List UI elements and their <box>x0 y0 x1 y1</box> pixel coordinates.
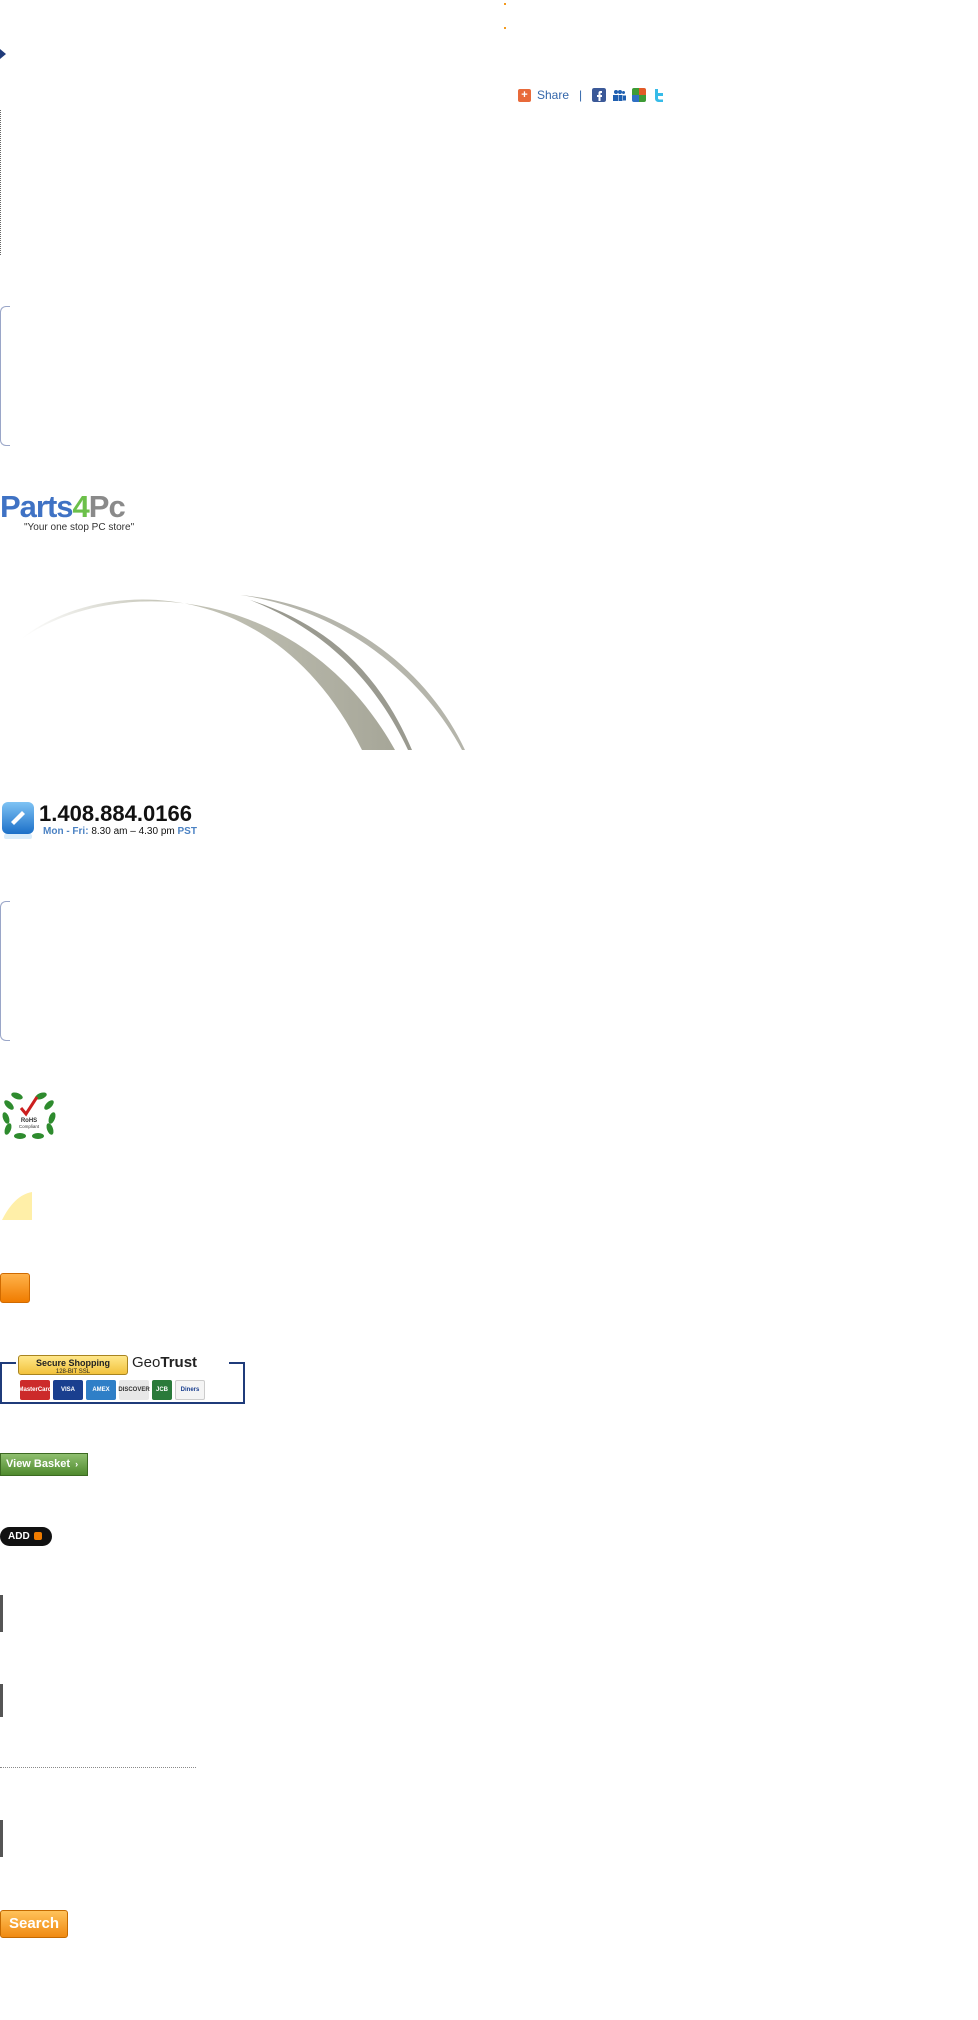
secure-frame-corner <box>0 1362 16 1364</box>
jcb-icon: JCB <box>152 1380 172 1400</box>
input-cursor-bar <box>0 1684 3 1717</box>
share-bar: + Share | <box>518 86 666 104</box>
secure-shopping-badge: Secure Shopping 128-BIT SSL <box>18 1355 128 1375</box>
payment-cards: MasterCard VISA AMEX DISCOVER JCB Diners <box>19 1380 205 1400</box>
dotted-separator <box>0 1767 196 1768</box>
add-to-cart-button[interactable]: ADD <box>0 1527 52 1546</box>
dotted-divider <box>0 110 1 255</box>
site-logo[interactable]: Parts4Pc "Your one stop PC store" <box>0 490 170 534</box>
share-link[interactable]: Share <box>537 88 570 102</box>
cart-icon <box>34 1532 43 1541</box>
decorative-dot <box>504 3 506 5</box>
panel-frame <box>0 306 10 446</box>
logo-part-parts: Parts <box>0 489 74 524</box>
add-label: ADD <box>8 1531 30 1542</box>
phone-timezone: PST <box>177 826 197 837</box>
view-basket-button[interactable]: View Basket › <box>0 1453 88 1476</box>
mastercard-icon: MasterCard <box>19 1380 52 1400</box>
secure-frame <box>0 1362 245 1404</box>
input-cursor-bar <box>0 1595 3 1632</box>
chevron-right-icon <box>0 49 6 59</box>
phone-hours: Mon - Fri: 8.30 am – 4.30 pm PST <box>43 826 197 837</box>
phone-number[interactable]: 1.408.884.0166 <box>39 801 192 826</box>
visa-icon: VISA <box>53 1380 83 1400</box>
phone-time: 8.30 am – 4.30 pm <box>91 826 175 837</box>
facebook-icon[interactable] <box>592 88 607 102</box>
secure-shopping-banner: Secure Shopping 128-BIT SSL GeoTrust Mas… <box>0 1352 245 1404</box>
google-icon[interactable] <box>632 88 647 102</box>
corner-decoration <box>2 1192 32 1220</box>
geotrust-trust: Trust <box>160 1354 198 1371</box>
geotrust-logo: GeoTrust <box>132 1354 197 1371</box>
logo-wordmark: Parts4Pc <box>0 490 170 524</box>
orange-tab-decoration <box>0 1273 30 1303</box>
input-cursor-bar <box>0 1820 3 1857</box>
discover-icon: DISCOVER <box>118 1380 150 1400</box>
geotrust-geo: Geo <box>132 1354 161 1371</box>
secure-badge-sub: 128-BIT SSL <box>55 1369 91 1375</box>
panel-frame <box>0 901 10 1041</box>
plus-icon[interactable]: + <box>518 88 531 102</box>
rohs-line1: RoHS <box>21 1118 37 1124</box>
view-basket-label: View Basket <box>6 1458 71 1470</box>
search-button[interactable]: Search <box>0 1910 68 1938</box>
rohs-compliant-badge: RoHS Compliant <box>2 1092 56 1139</box>
amex-icon: AMEX <box>86 1380 116 1400</box>
diners-club-icon: Diners <box>175 1380 205 1400</box>
rohs-line2: Compliant <box>19 1124 40 1129</box>
myspace-icon[interactable] <box>612 88 627 102</box>
twitter-icon[interactable] <box>652 88 666 102</box>
logo-part-pc: Pc <box>88 489 126 524</box>
logo-part-4: 4 <box>72 489 90 524</box>
share-separator: | <box>579 88 583 102</box>
secure-badge-title: Secure Shopping <box>35 1358 110 1368</box>
decorative-dot <box>504 27 506 29</box>
phone-days: Mon - Fri: <box>43 826 89 837</box>
phone-contact: 1.408.884.0166 Mon - Fri: 8.30 am – 4.30… <box>0 800 197 840</box>
phone-icon <box>2 802 34 839</box>
chevron-right-icon: › <box>75 1459 79 1469</box>
secure-frame-corner <box>229 1362 245 1364</box>
swoosh-decoration <box>20 595 465 750</box>
logo-tagline: "Your one stop PC store" <box>24 522 135 533</box>
